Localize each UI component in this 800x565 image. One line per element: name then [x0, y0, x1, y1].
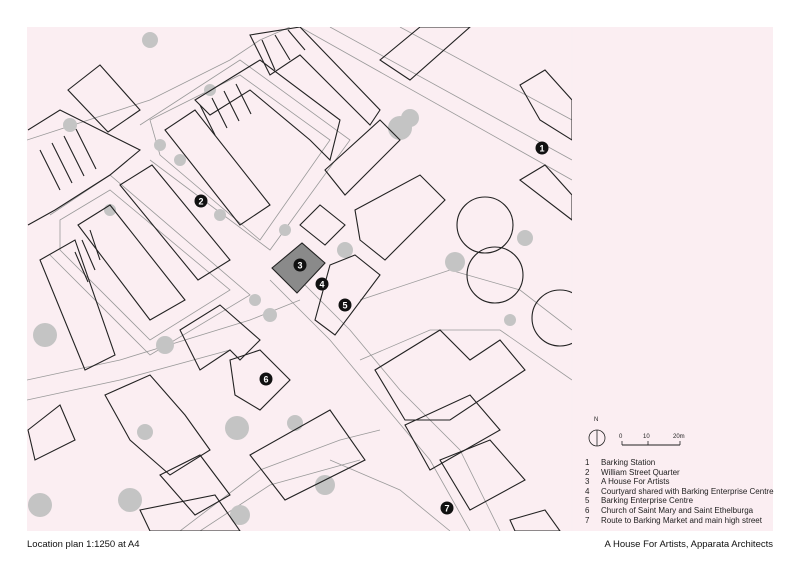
scale-label-10: 10	[643, 434, 650, 440]
legend-label: Barking Enterprise Centre	[601, 496, 694, 506]
legend-label: Route to Barking Market and main high st…	[601, 515, 762, 525]
marker-2: 2	[194, 194, 208, 208]
marker-3: 3	[293, 258, 307, 272]
legend-label: Church of Saint Mary and Saint Ethelburg…	[601, 505, 754, 515]
marker-7: 7	[440, 501, 454, 515]
scale-bar	[621, 441, 681, 446]
project-credit: A House For Artists, Apparata Architects	[604, 539, 773, 550]
svg-text:4: 4	[319, 280, 324, 290]
map-area	[27, 27, 773, 531]
gasholders	[456, 196, 572, 347]
buildings	[27, 27, 572, 531]
legend-row: 5 Barking Enterprise Centre	[585, 496, 694, 506]
marker-5: 5	[338, 298, 352, 312]
scale-label-0: 0	[619, 434, 623, 440]
legend-row: 2 William Street Quarter	[585, 467, 680, 477]
svg-text:1: 1	[539, 144, 544, 154]
legend: 1 Barking Station 2 William Street Quart…	[585, 458, 774, 525]
plan-caption: Location plan 1:1250 at A4	[27, 539, 140, 550]
legend-row: 4 Courtyard shared with Barking Enterpri…	[585, 486, 774, 496]
svg-text:6: 6	[263, 375, 268, 385]
north-arrow-icon	[588, 429, 606, 447]
legend-row: 6 Church of Saint Mary and Saint Ethelbu…	[585, 505, 754, 515]
legend-row: 1 Barking Station	[585, 458, 656, 467]
scale-label-20m: 20m	[673, 434, 685, 440]
north-label: N	[594, 417, 599, 423]
marker-1: 1	[535, 141, 549, 155]
svg-text:7: 7	[444, 504, 449, 514]
trees	[28, 32, 533, 525]
svg-text:5: 5	[342, 301, 347, 311]
svg-text:3: 3	[297, 261, 302, 271]
marker-4: 4	[315, 277, 329, 291]
legend-label: William Street Quarter	[601, 467, 680, 477]
legend-row: 7 Route to Barking Market and main high …	[585, 515, 762, 525]
legend-label: Courtyard shared with Barking Enterprise…	[601, 486, 774, 496]
svg-text:2: 2	[198, 197, 203, 207]
legend-row: 3 A House For Artists	[585, 477, 670, 487]
marker-6: 6	[259, 372, 273, 386]
legend-label: Barking Station	[601, 458, 656, 467]
legend-label: A House For Artists	[601, 477, 670, 487]
